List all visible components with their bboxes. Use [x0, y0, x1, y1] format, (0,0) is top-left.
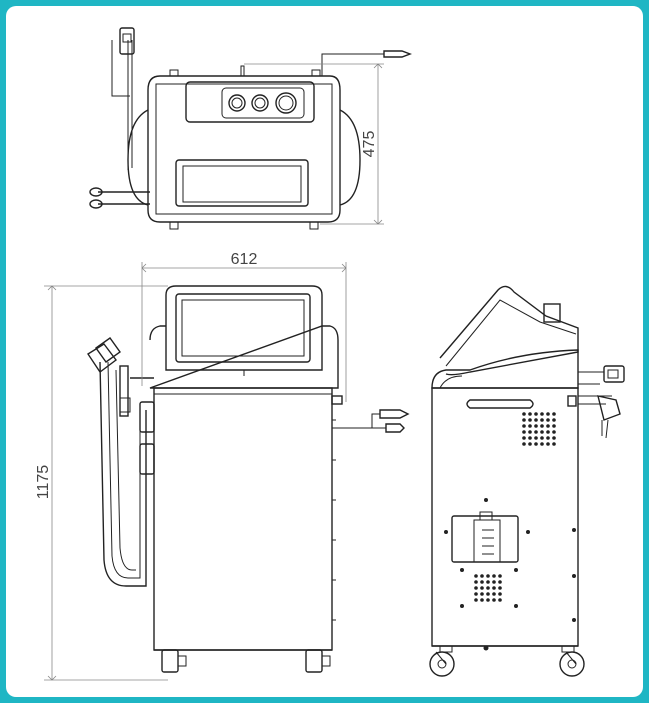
height-label: 1175 [35, 465, 52, 500]
side-view [429, 285, 625, 677]
height-dimension: 1175 [35, 285, 168, 681]
top-view [89, 27, 412, 230]
width-dimension: 612 [141, 251, 347, 402]
technical-drawing: 475 [35, 27, 625, 681]
lower-vent [474, 574, 502, 602]
depth-label: 475 [361, 131, 378, 158]
depth-dimension: 475 [244, 63, 384, 225]
upper-vent [522, 412, 556, 446]
drawing-frame: 475 [6, 6, 643, 697]
width-label: 612 [231, 251, 258, 268]
screws [444, 498, 576, 651]
front-view [87, 285, 410, 673]
